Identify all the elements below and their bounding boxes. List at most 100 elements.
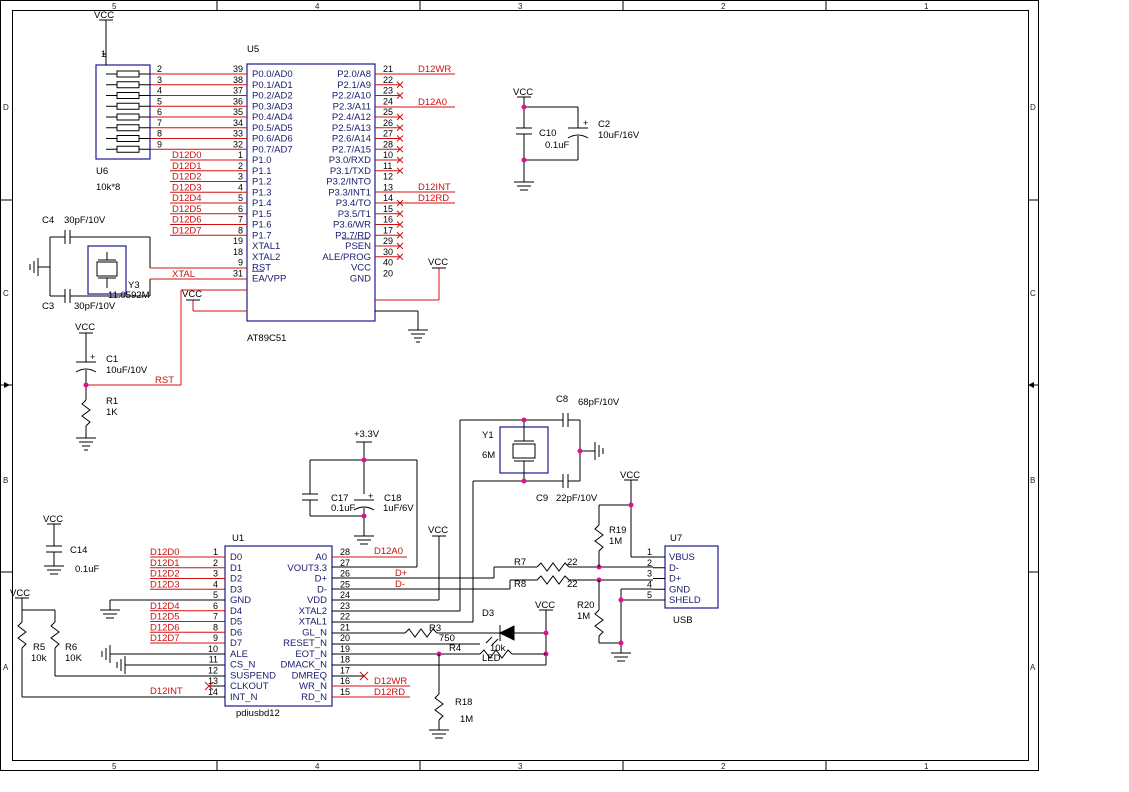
r20-resistor[interactable]: R20 1M [577, 600, 604, 637]
d3-led[interactable]: D3 LED [482, 608, 515, 664]
c8-cap[interactable]: C8 68pF/10V [556, 394, 620, 427]
r3-resistor[interactable]: R3 750 [404, 623, 455, 644]
y1-crystal[interactable]: Y1 6M [482, 420, 549, 481]
u1-pin-26[interactable]: D+26 [315, 569, 350, 585]
c3-cap[interactable]: C3 30pF/10V [42, 289, 150, 312]
c9-cap[interactable]: C9 22pF/10V [536, 474, 598, 504]
pin-name: XTAL2 [252, 252, 280, 263]
c18-cap[interactable]: + C18 1uF/6V [353, 491, 414, 514]
r4-resistor[interactable]: R4 10k [449, 643, 513, 659]
r5-resistor[interactable] [17, 621, 27, 649]
c4-cap[interactable]: C4 30pF/10V [42, 215, 150, 244]
c2-cap[interactable]: + C2 10uF/16V [567, 118, 640, 141]
r6-resistor[interactable] [50, 621, 60, 649]
r7-resistor[interactable]: R7 22 [514, 557, 578, 572]
y3-crystal[interactable]: Y3 11.0592M [87, 245, 150, 301]
pin-number: 17 [340, 665, 350, 675]
u1-pin-25[interactable]: D-25 [317, 579, 350, 595]
c1-cap[interactable]: + C1 10uF/10V [75, 352, 148, 376]
r1-resistor[interactable]: R1 1K [81, 396, 118, 427]
r19-resistor[interactable]: R19 1M [594, 524, 626, 552]
r18-resistor[interactable]: R18 1M [434, 693, 473, 725]
r8-resistor[interactable]: R8 22 [514, 575, 578, 590]
grid-col-bottom: 5 [112, 762, 117, 771]
pin-number: 13 [383, 182, 393, 192]
